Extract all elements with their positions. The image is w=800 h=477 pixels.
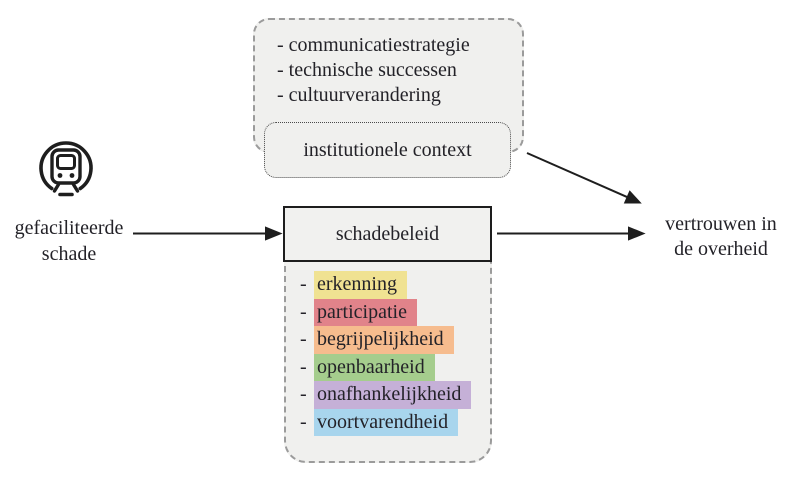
source-label-line2: schade [41,243,97,265]
train-in-tunnel-icon [39,141,93,197]
bullet-dash: - [300,328,307,351]
arrowhead-source-to-policy [265,226,283,241]
policy-aspects-box: -erkenning-participatie-begrijpelijkheid… [284,232,492,463]
outcome-label-line1: vertrouwen in [665,213,777,235]
context-factor-item: - communicatiestrategie [277,34,470,56]
aspect-highlight-begrijpelijkheid: begrijpelijkheid [314,326,454,354]
aspect-highlight-voortvarendheid: voortvarendheid [314,408,459,436]
institutional-context-label: institutionele context [303,138,472,161]
bullet-dash: - [300,410,307,433]
policy-aspect-row: -participatie [300,298,490,326]
context-factors-list: - communicatiestrategie - technische succ… [277,33,522,108]
bullet-dash: - [300,383,307,406]
source-label-line1: gefaciliteerde [14,217,124,239]
bullet-dash: - [300,273,307,296]
policy-node: schadebeleid [283,206,492,262]
policy-aspects-list: -erkenning-participatie-begrijpelijkheid… [300,271,490,436]
outcome-label-line2: de overheid [674,238,768,260]
outcome-node-label: vertrouwen in de overheid [645,212,797,262]
policy-aspect-row: -onafhankelijkheid [300,381,490,409]
arrowhead-context-to-outcome [623,190,642,204]
policy-aspect-row: -begrijpelijkheid [300,326,490,354]
source-node-label: gefaciliteerde schade [0,215,138,267]
aspect-highlight-erkenning: erkenning [314,271,407,299]
bullet-dash: - [300,355,307,378]
policy-aspect-row: -voortvarendheid [300,408,490,436]
policy-aspect-row: -openbaarheid [300,353,490,381]
aspect-highlight-onafhankelijkheid: onafhankelijkheid [314,381,472,409]
arrowhead-policy-to-outcome [628,226,646,241]
context-factor-item: - cultuurverandering [277,84,441,106]
policy-aspect-row: -erkenning [300,271,490,299]
arrow-context-to-outcome [526,152,629,199]
institutional-context-box: institutionele context [264,122,511,178]
bullet-dash: - [300,300,307,323]
context-factor-item: - technische successen [277,59,457,81]
policy-node-label: schadebeleid [335,222,440,245]
aspect-highlight-participatie: participatie [314,298,417,326]
aspect-highlight-openbaarheid: openbaarheid [314,353,435,381]
